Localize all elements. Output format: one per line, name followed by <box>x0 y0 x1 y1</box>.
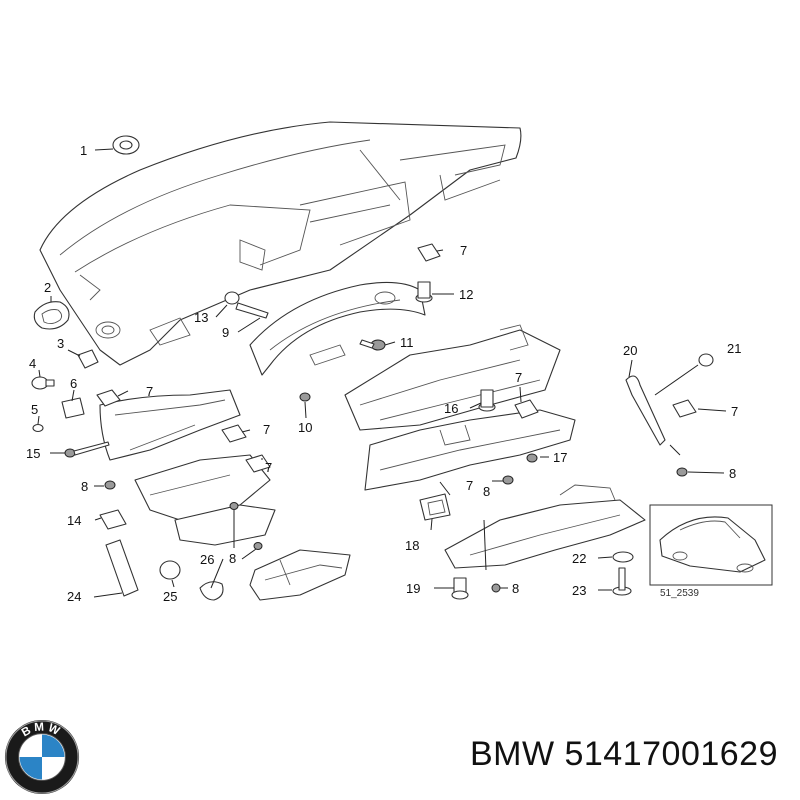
part-15-long-screw <box>64 441 110 458</box>
callout-8-c: 8 <box>483 484 490 499</box>
callout-8-d: 8 <box>512 581 519 596</box>
callout-7-e: 7 <box>515 370 522 385</box>
center-trim-panel <box>344 324 576 491</box>
part-3-bracket <box>77 349 99 369</box>
part-8-screw-a <box>104 480 116 490</box>
callout-7-g: 7 <box>731 404 738 419</box>
callout-5: 5 <box>31 402 38 417</box>
part-7-clip-b <box>221 424 247 443</box>
bmw-logo: BMW <box>4 719 80 795</box>
part-11-screw <box>359 339 386 351</box>
part-2-vent-ring <box>33 301 70 330</box>
callout-3: 3 <box>57 336 64 351</box>
callout-8-b: 8 <box>229 551 236 566</box>
part-17-screw <box>526 453 538 463</box>
callout-8-a: 8 <box>81 479 88 494</box>
part-9-pin <box>235 302 269 319</box>
part-12-push-pin <box>415 281 433 303</box>
callout-16: 16 <box>444 401 458 416</box>
svg-text:BMW: BMW <box>19 720 64 739</box>
callout-6: 6 <box>70 376 77 391</box>
part-10-screw <box>299 392 311 402</box>
part-24-strip <box>105 539 139 597</box>
callout-7-f: 7 <box>466 478 473 493</box>
callout-1: 1 <box>80 143 87 158</box>
part-23-pin <box>612 567 632 596</box>
part-13-plug <box>224 291 240 305</box>
callout-23: 23 <box>572 583 586 598</box>
footwell-cover-right <box>444 484 646 569</box>
part-number: 51417001629 <box>564 735 778 773</box>
callout-7-b: 7 <box>263 422 270 437</box>
part-20-bracket-arm <box>625 375 666 446</box>
part-8-screw-b <box>229 502 239 510</box>
callout-7-d: 7 <box>460 243 467 258</box>
callout-9: 9 <box>222 325 229 340</box>
callout-17: 17 <box>553 450 567 465</box>
part-25-cap <box>159 560 181 580</box>
part-19-fastener <box>451 577 469 600</box>
callout-14: 14 <box>67 513 81 528</box>
part-16-push-pin <box>478 389 496 412</box>
part-26-clamp <box>199 581 224 601</box>
callout-labels: 1 2 3 4 5 6 7 7 7 7 7 7 7 8 8 8 8 8 9 10… <box>26 143 741 604</box>
part-22-washer <box>612 551 634 563</box>
part-8-screw-c <box>253 542 263 550</box>
callout-8-e: 8 <box>729 466 736 481</box>
callout-20: 20 <box>623 343 637 358</box>
part-1-grommet <box>112 135 140 155</box>
part-6-nut-plate <box>61 397 85 419</box>
callout-4: 4 <box>29 356 36 371</box>
part-8-screw-d <box>502 475 514 485</box>
logo-quadrant-bottom-right <box>42 757 65 780</box>
part-8-screw-f <box>676 467 688 477</box>
callout-22: 22 <box>572 551 586 566</box>
part-14-clip <box>99 509 127 530</box>
logo-quadrant-bottom-left <box>19 757 42 780</box>
brand-name: BMW <box>469 735 555 773</box>
callout-10: 10 <box>298 420 312 435</box>
part-7-clip-e <box>514 399 539 419</box>
logo-lettering: BMW <box>19 720 61 739</box>
callout-19: 19 <box>406 581 420 596</box>
part-18-bracket <box>419 493 451 521</box>
dashboard-panel <box>39 121 522 366</box>
callout-15: 15 <box>26 446 40 461</box>
part-7-clip-d <box>417 243 441 262</box>
logo-quadrant-top-left <box>19 734 42 757</box>
part-7-clip-a <box>96 389 121 407</box>
logo-quadrant-top-right <box>42 734 65 757</box>
part-5-screw <box>32 423 44 433</box>
part-7-clip-f <box>672 399 697 418</box>
callout-7-c: 7 <box>265 460 272 475</box>
footwell-cover-left <box>249 549 351 601</box>
part-8-screw-e <box>491 583 501 593</box>
part-21-bolt <box>698 353 714 367</box>
left-knee-panel <box>99 389 276 546</box>
brand-part-number-line: BMW 51417001629 <box>470 735 778 774</box>
callout-11: 11 <box>400 335 414 350</box>
callout-12: 12 <box>459 287 473 302</box>
callout-18: 18 <box>405 538 419 553</box>
callout-2: 2 <box>44 280 51 295</box>
inset-reference-code: 51_2539 <box>660 588 699 599</box>
callout-21: 21 <box>727 341 741 356</box>
part-7-clip-c <box>245 454 271 473</box>
callout-13: 13 <box>194 310 208 325</box>
leader-lines <box>37 148 727 598</box>
callout-25: 25 <box>163 589 177 604</box>
callout-26: 26 <box>200 552 214 567</box>
callout-24: 24 <box>67 589 81 604</box>
callout-7-a: 7 <box>146 384 153 399</box>
vehicle-inset: 51_2539 <box>649 504 773 599</box>
part-4-bolt <box>31 376 55 390</box>
instrument-panel-shroud <box>249 281 426 376</box>
